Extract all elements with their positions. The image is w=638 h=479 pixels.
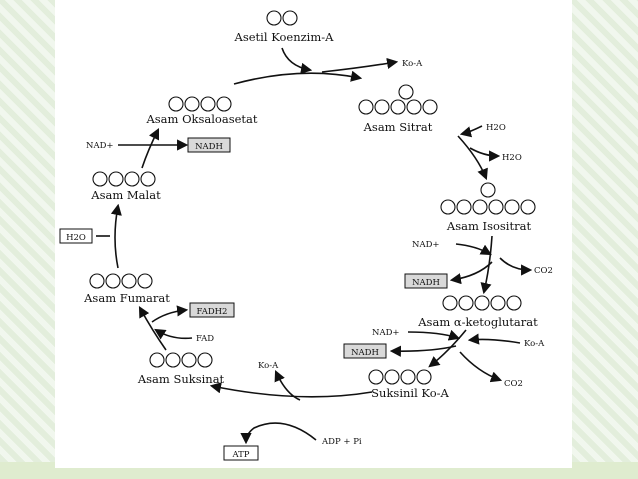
arrow-suksinil-to-suksinat [209,382,373,398]
isositrat-circles [440,182,536,215]
label-h2o-in: H2O [486,123,506,133]
background-right-border [572,0,638,479]
box-nadh-isositrat [404,273,448,289]
box-nadh-oksalo [187,137,231,153]
arrow-h2o-out [469,147,501,162]
oksaloasetat-circles [168,96,232,112]
label-koa-keto: Ko-A [524,339,545,349]
arrow-nadh-keto [389,345,457,357]
arrow-co2-keto [459,351,503,383]
label-koa-suksinil: Ko-A [258,361,279,371]
arrow-adp-to-atp [240,422,317,445]
arrow-nad-keto [407,329,461,341]
arrow-fadh2 [151,305,189,323]
label-nad-oksalo: NAD+ [86,141,114,151]
label-co2-isositrat: CO2 [534,266,553,276]
label-oksaloasetat: Asam Oksaloasetat [145,112,257,126]
label-fumarat: Asam Fumarat [83,291,170,305]
box-fadh2 [189,302,235,318]
suksinil-circles [368,369,432,385]
arrow-koa-suksinil [274,369,301,401]
label-isositrat: Asam Isositrat [446,219,532,233]
label-ketoglutarat: Asam α-ketoglutarat [417,315,538,329]
arrow-malat-to-oksaloasetat [141,127,160,169]
label-koa-out: Ko-A [402,59,423,69]
label-sitrat: Asam Sitrat [363,120,433,134]
label-nad-isositrat: NAD+ [412,240,440,250]
label-nad-keto: NAD+ [372,328,400,338]
label-nadh-oksalo: NADH [195,142,223,152]
arrow-h2o-in [459,125,483,138]
arrow-nad-isositrat [455,243,492,256]
arrow-co2-isositrat [499,257,533,276]
label-malat: Asam Malat [90,188,161,202]
arrow-koa-keto [467,333,521,345]
label-suksinat: Asam Suksinat [137,372,225,386]
label-fad: FAD [196,334,214,344]
background-left-border [0,0,55,479]
label-suksinil: Suksinil Ko-A [371,386,449,400]
label-nadh-isositrat: NADH [412,278,440,288]
diagram-panel [55,0,572,468]
box-h2o-malat [59,228,93,244]
asetil-circles [266,10,298,26]
arrow-fad [154,328,193,340]
arrow-ketoglutarat-to-suksinil [428,329,467,368]
suksinat-circles [149,352,213,368]
arrow-suksinat-to-fumarat [138,306,167,351]
arrow-fumarat-to-malat [110,203,122,269]
label-fadh2: FADH2 [197,307,228,317]
box-atp [223,445,259,461]
arrow-nadh-isositrat [449,261,493,285]
label-nadh-keto: NADH [351,348,379,358]
arrow-asetil-join [281,47,313,74]
arrow-sitrat-to-isositrat [457,135,488,181]
arrow-koa-release [321,57,399,73]
label-h2o-out: H2O [502,153,522,163]
fumarat-circles [89,273,153,289]
label-adp-pi: ADP + Pi [321,437,362,447]
malat-circles [92,171,156,187]
label-h2o-malat: H2O [66,233,86,243]
sitrat-circles [358,84,438,115]
ketoglutarat-circles [442,295,522,311]
label-atp: ATP [231,450,249,460]
label-co2-keto: CO2 [504,379,523,389]
box-nadh-keto [343,343,387,359]
arrow-oksaloasetat-to-sitrat [233,70,363,85]
label-asetil: Asetil Koenzim-A [234,30,335,44]
